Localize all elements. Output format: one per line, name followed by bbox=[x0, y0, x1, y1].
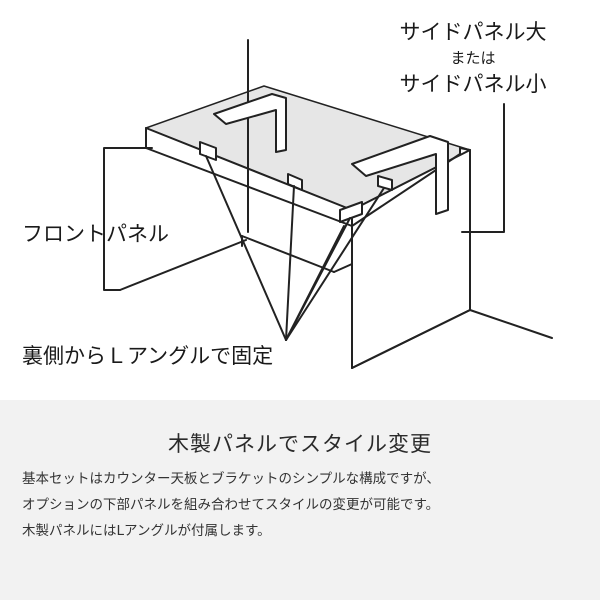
info-line-2: オプションの下部パネルを組み合わせてスタイルの変更が可能です。 bbox=[22, 497, 440, 513]
info-panel: 木製パネルでスタイル変更 基本セットはカウンター天板とブラケットのシンプルな構成… bbox=[0, 400, 600, 600]
or-label: または bbox=[450, 49, 496, 67]
l-angle-clip-4 bbox=[339, 201, 363, 223]
side-panel-large-label: サイドパネル大 bbox=[399, 20, 547, 44]
bracket-left bbox=[213, 93, 287, 153]
info-line-1: 基本セットはカウンター天板とブラケットのシンプルな構成ですが、 bbox=[22, 471, 440, 487]
l-angle-label: 裏側からＬアングルで固定 bbox=[22, 344, 274, 368]
info-title: 木製パネルでスタイル変更 bbox=[168, 432, 432, 456]
side-panel-small-label: サイドパネル小 bbox=[399, 72, 547, 96]
info-line-3: 木製パネルにはLアングルが付属します。 bbox=[22, 523, 271, 539]
desk-line-drawing bbox=[103, 39, 553, 369]
l-angle-clip-3 bbox=[377, 175, 393, 191]
info-body: 基本セットはカウンター天板とブラケットのシンプルな構成ですが、 オプションの下部… bbox=[22, 466, 582, 544]
leader-side-panel bbox=[461, 103, 505, 233]
front-panel-label: フロントパネル bbox=[22, 222, 169, 246]
desk-illustration: サイドパネル大 または サイドパネル小 フロントパネル 裏側からＬアングルで固定 bbox=[22, 18, 568, 369]
side-panel-label: サイドパネル大 または サイドパネル小 bbox=[378, 18, 568, 98]
l-angle-clip-1 bbox=[199, 141, 217, 161]
leader-front-panel bbox=[103, 147, 153, 291]
l-angle-clip-2 bbox=[287, 173, 303, 191]
bracket-right bbox=[351, 135, 449, 215]
